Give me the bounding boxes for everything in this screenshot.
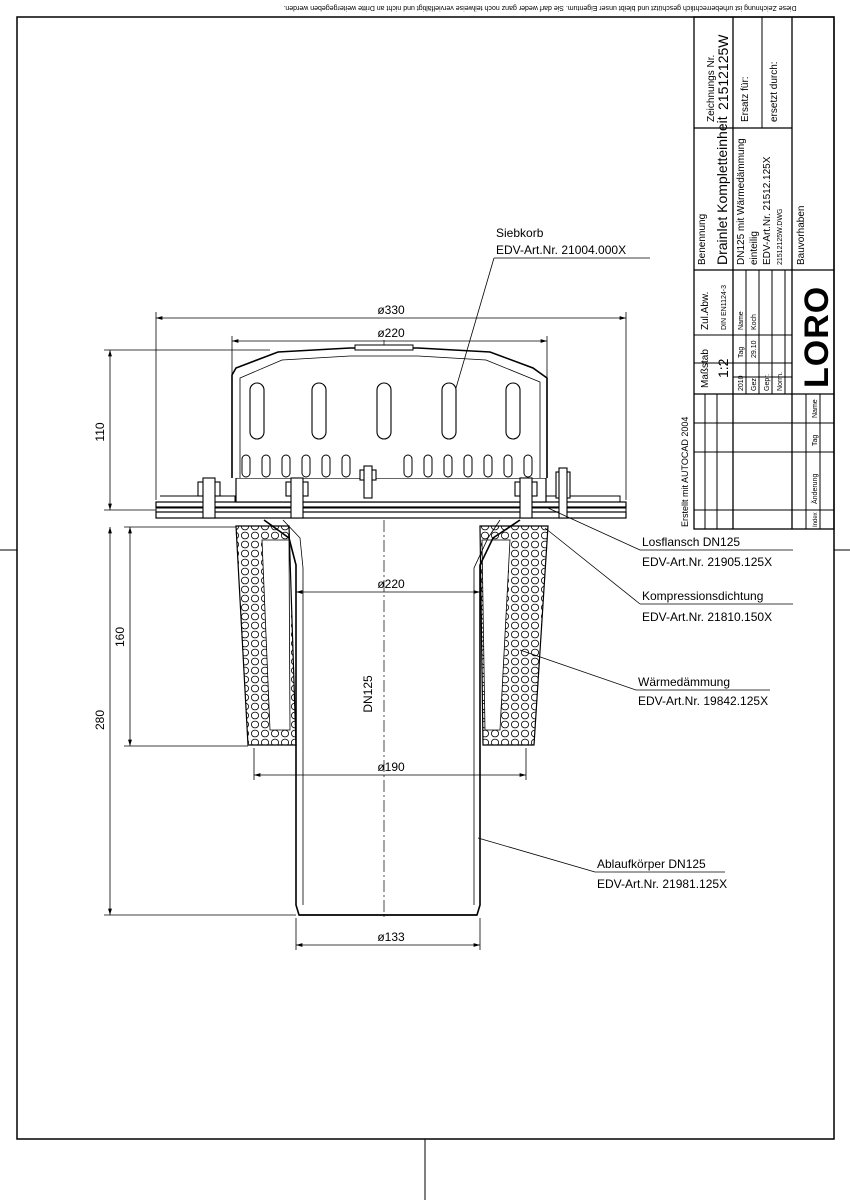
tb-zeichnungs-nr: 21512125W [715,34,731,110]
dim-d190: ø190 [377,760,405,774]
tb-gepr: Gepr. [764,374,771,391]
tb-bauvorhaben: Bauvorhaben [796,206,807,266]
dim-h160: 160 [113,627,127,647]
tb-ersetzt-durch: ersetzt durch: [769,61,780,122]
tb-norm: Norm. [777,372,784,391]
tb-name: Name [738,311,745,330]
dim-h110: 110 [93,422,107,441]
title-block [693,16,835,530]
callout-leaders [455,257,793,873]
tb-desc2: einteilig [749,231,760,265]
dim-dn125: DN125 [361,675,375,713]
tb-rev-index: Index [813,512,819,527]
tb-benennung: Drainlet Kompletteinheit [714,116,730,265]
tb-desc4: 21512125W.DWG [777,209,784,265]
dim-d133: ø133 [377,930,405,944]
tb-benennung-label: Benennung [697,214,708,265]
tb-desc3: EDV-Art.Nr. 21512.125X [762,156,773,265]
callout-daemmung-art: EDV-Art.Nr. 19842.125X [638,694,768,708]
callout-kompression-title: Kompressionsdichtung [642,589,763,603]
strainer-slots-upper [249,382,521,440]
tb-zul-label: Zul.Abw. [700,292,711,330]
tb-gez-name: Koch [751,314,758,330]
tb-rev-name: Name [812,399,819,418]
callout-siebkorb-art: EDV-Art.Nr. 21004.000X [496,243,626,257]
flange-bolts [197,465,571,519]
tb-gez-date: 29.10 [751,340,758,358]
dim-d330: ø330 [377,303,405,317]
tb-logo: LORO [798,286,836,388]
tb-massstab-value: 1:2 [715,358,731,378]
callout-daemmung-title: Wärmedämmung [638,675,730,689]
copyright-note: Diese Zeichnung ist urheberrechtlich ges… [283,4,796,11]
dim-d220-mid: ø220 [377,577,405,591]
tb-zul-value: DIN EN1124-3 [721,285,728,330]
tb-ersatz-fuer: Ersatz für: [740,76,751,122]
callout-ablauf-title: Ablaufkörper DN125 [597,857,706,871]
tb-massstab-label: Maßstab [700,349,711,388]
strainer-basket [231,347,548,478]
flange-plate [155,501,627,508]
callout-losflansch-art: EDV-Art.Nr. 21905.125X [642,555,772,569]
tb-rev-tag: Tag [812,435,819,446]
tb-year: 2010 [738,375,745,391]
drain-assembly [155,340,627,920]
dimension-lines [104,312,627,950]
dim-h280: 280 [93,710,107,730]
drawing-frame [0,16,850,1200]
tb-tag: Tag [738,347,745,358]
callout-losflansch-title: Losflansch DN125 [642,535,740,549]
tb-gez: Gez. [751,376,758,391]
dim-d220-top: ø220 [377,326,405,340]
tb-rev-aenderung: Änderung [811,474,819,504]
callout-kompression-art: EDV-Art.Nr. 21810.150X [642,610,772,624]
strainer-slots-lower [241,454,533,478]
callout-siebkorb-title: Siebkorb [496,226,544,240]
tb-zeichnungs-label: Zeichnungs Nr. [706,55,717,122]
callout-texts: Siebkorb EDV-Art.Nr. 21004.000X Losflans… [496,226,772,891]
tb-desc1: DN125 mit Wärmedämmung [736,138,747,265]
callout-ablauf-art: EDV-Art.Nr. 21981.125X [597,877,727,891]
dimension-texts: ø330 ø220 ø220 ø190 ø133 110 160 280 DN1… [93,303,405,944]
tb-erstellt: Erstellt mit AUTOCAD 2004 [680,417,690,527]
title-block-texts: Zeichnungs Nr. 21512125W Ersatz für: ers… [680,34,836,527]
